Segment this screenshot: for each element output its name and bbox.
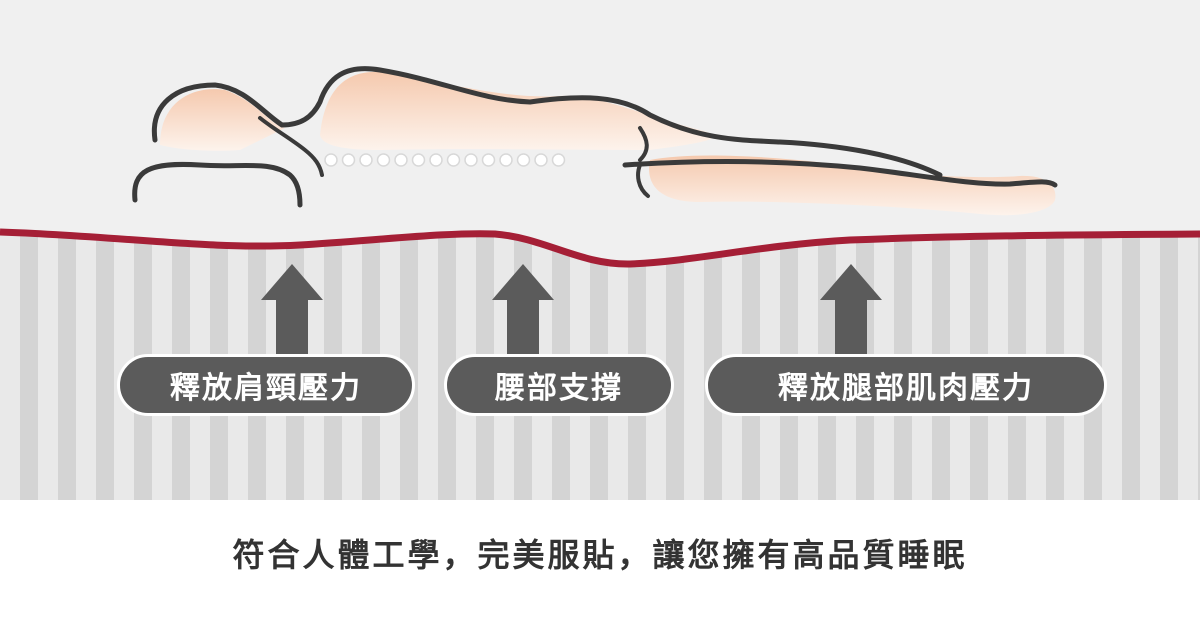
spine-dot	[394, 153, 408, 167]
head-shape	[160, 89, 285, 151]
legs-shape	[649, 155, 1056, 216]
tagline: 符合人體工學，完美服貼，讓您擁有高品質睡眠	[232, 536, 968, 574]
spine-dot	[411, 153, 426, 167]
spine-dot	[499, 153, 513, 167]
label-leg-muscle-release: 釋放腿部肌肉壓力	[705, 354, 1107, 416]
sleeping-person-illustration	[132, 66, 1058, 216]
knee-outline	[636, 163, 650, 198]
leg-outline	[622, 159, 1058, 188]
spine-dot	[376, 153, 391, 167]
label-neck-shoulder-release: 釋放肩頸壓力	[117, 354, 415, 416]
spine-dot	[551, 153, 566, 167]
arrow-up-icon	[492, 264, 554, 360]
spine-dot	[341, 153, 356, 167]
support-arrows	[261, 264, 882, 360]
spine-dot	[446, 153, 461, 167]
spine-dot	[464, 153, 478, 167]
torso-shape	[320, 71, 715, 150]
spine-dot	[429, 153, 443, 167]
spine-dots-icon	[324, 153, 566, 167]
mattress-surface-line	[0, 228, 1200, 268]
hair-outline	[258, 116, 324, 177]
spine-dot	[516, 153, 531, 167]
spine-dot	[359, 153, 373, 167]
spine-dot	[324, 153, 338, 167]
arm-outline	[638, 126, 649, 162]
label-waist-support: 腰部支撐	[444, 354, 674, 416]
spine-dot	[534, 153, 548, 167]
pillow-outline	[132, 161, 303, 208]
back-outline	[151, 66, 943, 178]
arrow-up-icon	[261, 264, 323, 360]
spine-dot	[481, 153, 496, 167]
arrow-up-icon	[820, 264, 882, 360]
